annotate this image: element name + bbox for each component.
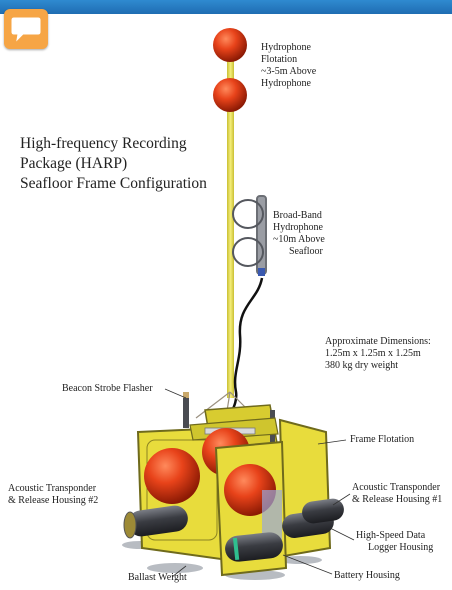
hydrophone-float-upper [213,28,247,62]
beacon-strobe [183,396,189,428]
label-line: Flotation [261,54,316,66]
label-line: Hydrophone [273,222,325,234]
title-line-1: High-frequency Recording [20,134,250,154]
label-beacon-strobe: Beacon Strobe Flasher [62,383,153,395]
label-data-logger: High-Speed Data Logger Housing [356,530,433,554]
label-line: Approximate Dimensions: [325,336,431,348]
hydrophone-float-lower [213,78,247,112]
label-transponder-1: Acoustic Transponder & Release Housing #… [352,482,442,506]
diagram-title: High-frequency Recording Package (HARP) … [20,134,250,194]
title-line-2: Package (HARP) [20,154,250,174]
title-line-3: Seafloor Frame Configuration [20,174,250,194]
label-transponder-2: Acoustic Transponder & Release Housing #… [8,483,98,507]
label-ballast-weight: Ballast Weight [128,572,187,584]
label-hydrophone-flotation: Hydrophone Flotation ~3-5m Above Hydroph… [261,42,316,90]
label-line: Seafloor [273,246,325,258]
label-dimensions: Approximate Dimensions: 1.25m x 1.25m x … [325,336,431,372]
frame-float-1 [144,448,200,504]
label-frame-flotation: Frame Flotation [350,434,414,446]
label-line: Acoustic Transponder [8,483,98,495]
label-line: High-Speed Data [356,530,433,542]
speech-bubble-icon [10,15,42,43]
label-battery-housing: Battery Housing [334,570,400,582]
broadband-hydrophone [233,196,266,274]
chat-button[interactable] [4,9,48,49]
label-line: & Release Housing #1 [352,494,442,506]
label-line: Broad-Band [273,210,325,222]
label-line: Logger Housing [356,542,433,554]
label-line: Hydrophone [261,78,316,90]
label-line: ~3-5m Above [261,66,316,78]
label-line: Hydrophone [261,42,316,54]
label-line: 380 kg dry weight [325,360,431,372]
label-broadband-hydrophone: Broad-Band Hydrophone ~10m Above Seafloo… [273,210,325,258]
label-line: 1.25m x 1.25m x 1.25m [325,348,431,360]
label-line: & Release Housing #2 [8,495,98,507]
label-line: ~10m Above [273,234,325,246]
label-line: Acoustic Transponder [352,482,442,494]
